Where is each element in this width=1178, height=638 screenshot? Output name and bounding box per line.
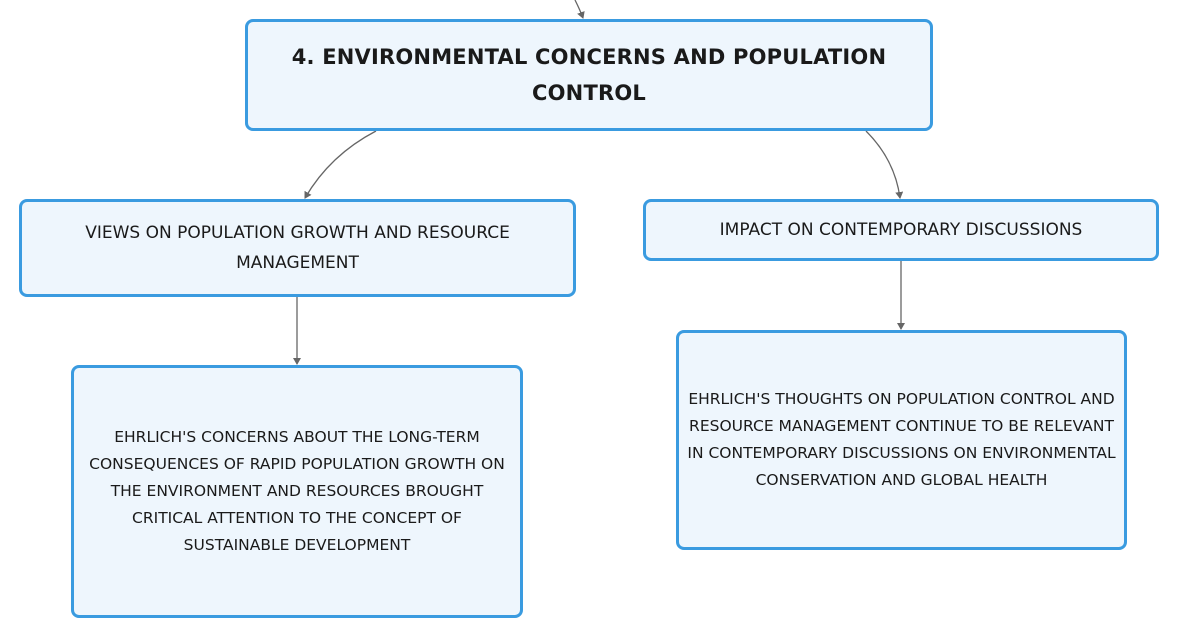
detail-node-ehrlich-concerns[interactable]: EHRLICH'S CONCERNS ABOUT THE LONG-TERM C… bbox=[71, 365, 523, 618]
connector-root-to-impact bbox=[865, 130, 904, 199]
root-topic-label: 4. ENVIRONMENTAL CONCERNS AND POPULATION… bbox=[291, 45, 887, 105]
detail-node-ehrlich-thoughts[interactable]: EHRLICH'S THOUGHTS ON POPULATION CONTROL… bbox=[676, 330, 1127, 550]
detail-label: EHRLICH'S CONCERNS ABOUT THE LONG-TERM C… bbox=[89, 428, 505, 554]
connector-root-to-views bbox=[304, 130, 377, 199]
subtopic-node-impact-on-contemporary-discussions[interactable]: IMPACT ON CONTEMPORARY DISCUSSIONS bbox=[643, 199, 1159, 261]
subtopic-node-views-on-population-growth[interactable]: VIEWS ON POPULATION GROWTH AND RESOURCE … bbox=[19, 199, 576, 297]
connector-parent-to-root bbox=[574, 0, 585, 19]
root-topic-node[interactable]: 4. ENVIRONMENTAL CONCERNS AND POPULATION… bbox=[245, 19, 933, 131]
detail-label: EHRLICH'S THOUGHTS ON POPULATION CONTROL… bbox=[687, 390, 1116, 489]
subtopic-label: IMPACT ON CONTEMPORARY DISCUSSIONS bbox=[719, 220, 1083, 240]
subtopic-label: VIEWS ON POPULATION GROWTH AND RESOURCE … bbox=[85, 223, 510, 273]
